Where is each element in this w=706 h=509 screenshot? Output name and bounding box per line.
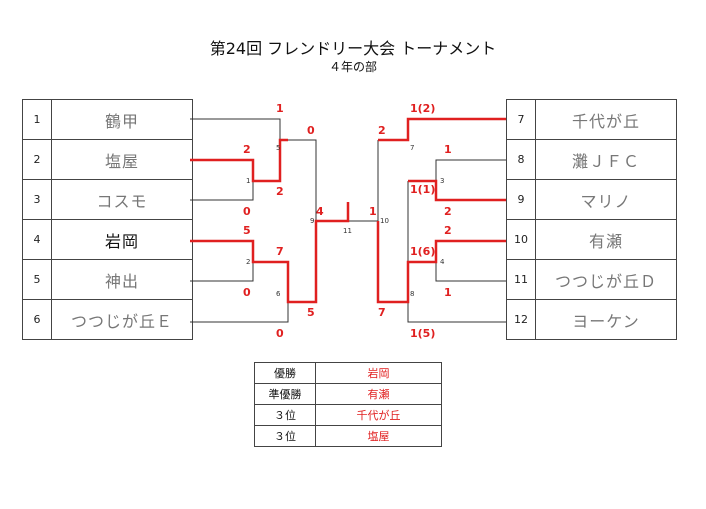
score-label: 7: [378, 306, 386, 319]
team-name: ヨーケン: [535, 299, 677, 340]
bracket-line-team1: [190, 118, 281, 160]
score-label: 2: [276, 185, 284, 198]
team-seed: 8: [506, 139, 536, 180]
score-label: 0: [243, 286, 251, 299]
score-labels: 2 0 5 0 1 2 7 0 0 5 4 1 2 7 1(2) 1(1) 1(…: [243, 102, 452, 340]
score-label: 7: [276, 245, 284, 258]
team-name: マリノ: [535, 179, 677, 220]
right-team-table: 7 千代が丘 8 灘ＪＦＣ 9 マリノ 10 有瀬 11 つつじが丘Ｄ 12 ヨ…: [506, 99, 677, 340]
team-name: つつじが丘Ｄ: [535, 259, 677, 300]
score-label: 2: [243, 143, 251, 156]
bracket-line-team3: [190, 181, 254, 201]
match-number: 6: [276, 290, 281, 298]
team-row: 2 塩屋: [22, 139, 193, 180]
results-row: 準優勝 有瀬: [254, 383, 442, 405]
page-title: 第24回 フレンドリー大会 トーナメント: [209, 39, 497, 58]
bracket-line-team11: [435, 262, 506, 282]
match-number: 11: [343, 227, 352, 235]
match-number: 1: [246, 177, 250, 185]
bracket-line-m9-top: [288, 139, 317, 221]
team-name: 有瀬: [535, 219, 677, 260]
team-name: 鶴甲: [51, 99, 193, 140]
bracket-line-arise: [376, 221, 506, 304]
score-label: 2: [444, 224, 452, 237]
team-seed: 1: [22, 99, 52, 140]
score-label: 5: [307, 306, 315, 319]
team-seed: 12: [506, 299, 536, 340]
score-label: 1(1): [410, 183, 435, 196]
score-label: 1(5): [410, 327, 435, 340]
match-number: 7: [410, 144, 414, 152]
score-label: 1: [444, 286, 452, 299]
score-label: 5: [243, 224, 251, 237]
team-row: 12 ヨーケン: [506, 299, 677, 340]
team-seed: 3: [22, 179, 52, 220]
match-number: 2: [246, 258, 250, 266]
team-name: 塩屋: [51, 139, 193, 180]
team-seed: 9: [506, 179, 536, 220]
team-seed: 4: [22, 219, 52, 260]
result-label: ３位: [254, 404, 316, 426]
bracket-lines-winner: [190, 117, 506, 304]
result-label: 優勝: [254, 362, 316, 384]
result-value: 千代が丘: [315, 404, 442, 426]
bracket-line-team12: [407, 302, 506, 323]
results-row: ３位 千代が丘: [254, 404, 442, 426]
score-label: 1: [444, 143, 452, 156]
match-number: 8: [410, 290, 414, 298]
score-label: 0: [307, 124, 315, 137]
result-value: 塩屋: [315, 425, 442, 447]
match-number-labels: 5 1 2 6 9 11 10 7 3 4 8: [246, 144, 445, 298]
team-row: 6 つつじが丘Ｅ: [22, 299, 193, 340]
match-number: 10: [380, 217, 389, 225]
bracket-line-chiyogaoka: [378, 117, 506, 142]
score-label: 2: [378, 124, 386, 137]
team-seed: 10: [506, 219, 536, 260]
score-label: 1(2): [410, 102, 435, 115]
results-row: ３位 塩屋: [254, 425, 442, 447]
team-row: 1 鶴甲: [22, 99, 193, 140]
bracket-line-shioya: [190, 138, 288, 183]
score-label: 1: [369, 205, 377, 218]
result-value: 有瀬: [315, 383, 442, 405]
score-label: 1: [276, 102, 284, 115]
match-number: 3: [440, 177, 444, 185]
result-label: 準優勝: [254, 383, 316, 405]
page-subtitle: ４年の部: [328, 60, 377, 74]
bracket-lines-plain: [190, 118, 506, 323]
left-team-table: 1 鶴甲 2 塩屋 3 コスモ 4 岩岡 5 神出 6 つつじが丘Ｅ: [22, 99, 193, 340]
team-name: つつじが丘Ｅ: [51, 299, 193, 340]
score-label: 1(6): [410, 245, 435, 258]
team-seed: 6: [22, 299, 52, 340]
score-label: 0: [276, 327, 284, 340]
match-number: 5: [276, 144, 280, 152]
team-name: 千代が丘: [535, 99, 677, 140]
team-row: 10 有瀬: [506, 219, 677, 260]
bracket-line-team5: [190, 262, 254, 282]
team-row: 9 マリノ: [506, 179, 677, 220]
score-label: 4: [316, 205, 324, 218]
team-row: 11 つつじが丘Ｄ: [506, 259, 677, 300]
bracket-line-iwaoka: [190, 202, 350, 304]
match-number: 9: [310, 217, 314, 225]
result-value: 岩岡: [315, 362, 442, 384]
team-row: 7 千代が丘: [506, 99, 677, 140]
score-label: 0: [243, 205, 251, 218]
match-number: 4: [440, 258, 445, 266]
score-label: 2: [444, 205, 452, 218]
bracket-line-marino: [408, 179, 506, 202]
bracket-line-team8: [435, 159, 506, 181]
team-name: 神出: [51, 259, 193, 300]
results-table: 優勝 岩岡 準優勝 有瀬 ３位 千代が丘 ３位 塩屋: [254, 362, 442, 447]
results-row: 優勝 岩岡: [254, 362, 442, 384]
bracket-line-team6: [190, 302, 289, 323]
result-label: ３位: [254, 425, 316, 447]
